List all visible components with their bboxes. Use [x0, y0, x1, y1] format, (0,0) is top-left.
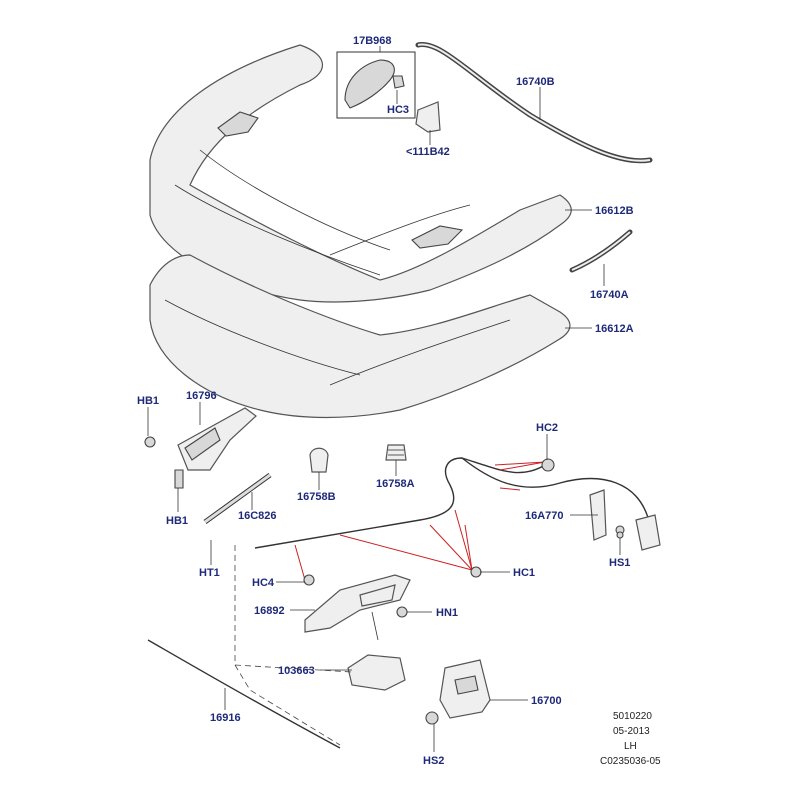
gas-strut: [203, 472, 272, 525]
callout-HC1: HC1: [513, 567, 535, 579]
release-cable-16916: [147, 639, 341, 749]
callout-HB1-top: HB1: [137, 395, 159, 407]
screw-HS1: [616, 531, 624, 539]
bracket-111B42: [415, 101, 441, 133]
diagram-side: LH: [624, 741, 637, 752]
callout-HC2: HC2: [536, 422, 558, 434]
callout-HS2: HS2: [423, 755, 444, 767]
callout-16916: 16916: [210, 712, 241, 724]
nut-HN1: [396, 606, 408, 618]
callout-16892: 16892: [254, 605, 285, 617]
release-handle: [589, 489, 661, 551]
callout-16612A: 16612A: [595, 323, 634, 335]
diagram-date: 05-2013: [613, 726, 650, 737]
callout-16796: 16796: [186, 390, 217, 402]
callout-16A770: 16A770: [525, 510, 564, 522]
callout-HC3: HC3: [387, 104, 409, 116]
bump-stop-16758A: [385, 444, 407, 461]
callout-16740B: 16740B: [516, 76, 555, 88]
callout-16740A: 16740A: [590, 289, 629, 301]
clip-HC4: [303, 574, 315, 586]
callout-16758B: 16758B: [297, 491, 336, 503]
safety-catch: [304, 574, 411, 641]
callout-HT1: HT1: [199, 567, 220, 579]
callout-HN1: HN1: [436, 607, 458, 619]
release-cable: [254, 457, 651, 549]
callout-103663: 103663: [278, 665, 315, 677]
bracket-103663: [347, 654, 406, 691]
hood-latch: [439, 659, 491, 719]
clip-HC2: [541, 458, 555, 472]
callout-16612B: 16612B: [595, 205, 634, 217]
hood-outer-panel: [149, 44, 572, 303]
hood-hinge: [144, 407, 257, 489]
seal-16740A: [569, 229, 633, 273]
bump-stop-16758B: [309, 447, 329, 473]
screw-HS2: [425, 711, 439, 725]
callout-111B42: <111B42: [406, 146, 450, 158]
clip-HC1: [470, 566, 482, 578]
callout-16700: 16700: [531, 695, 562, 707]
callout-16758A: 16758A: [376, 478, 415, 490]
illustration-code: C0235036-05: [600, 756, 661, 767]
hood-inner-panel: [149, 254, 571, 419]
callout-HB1-bottom: HB1: [166, 515, 188, 527]
vent-grille-inset: [336, 51, 416, 119]
diagram-number: 5010220: [613, 711, 652, 722]
callout-HC4: HC4: [252, 577, 275, 589]
callout-16C826: 16C826: [238, 510, 277, 522]
seal-16740B: [415, 42, 653, 164]
callout-17B968: 17B968: [353, 35, 392, 47]
callout-HS1: HS1: [609, 557, 630, 569]
